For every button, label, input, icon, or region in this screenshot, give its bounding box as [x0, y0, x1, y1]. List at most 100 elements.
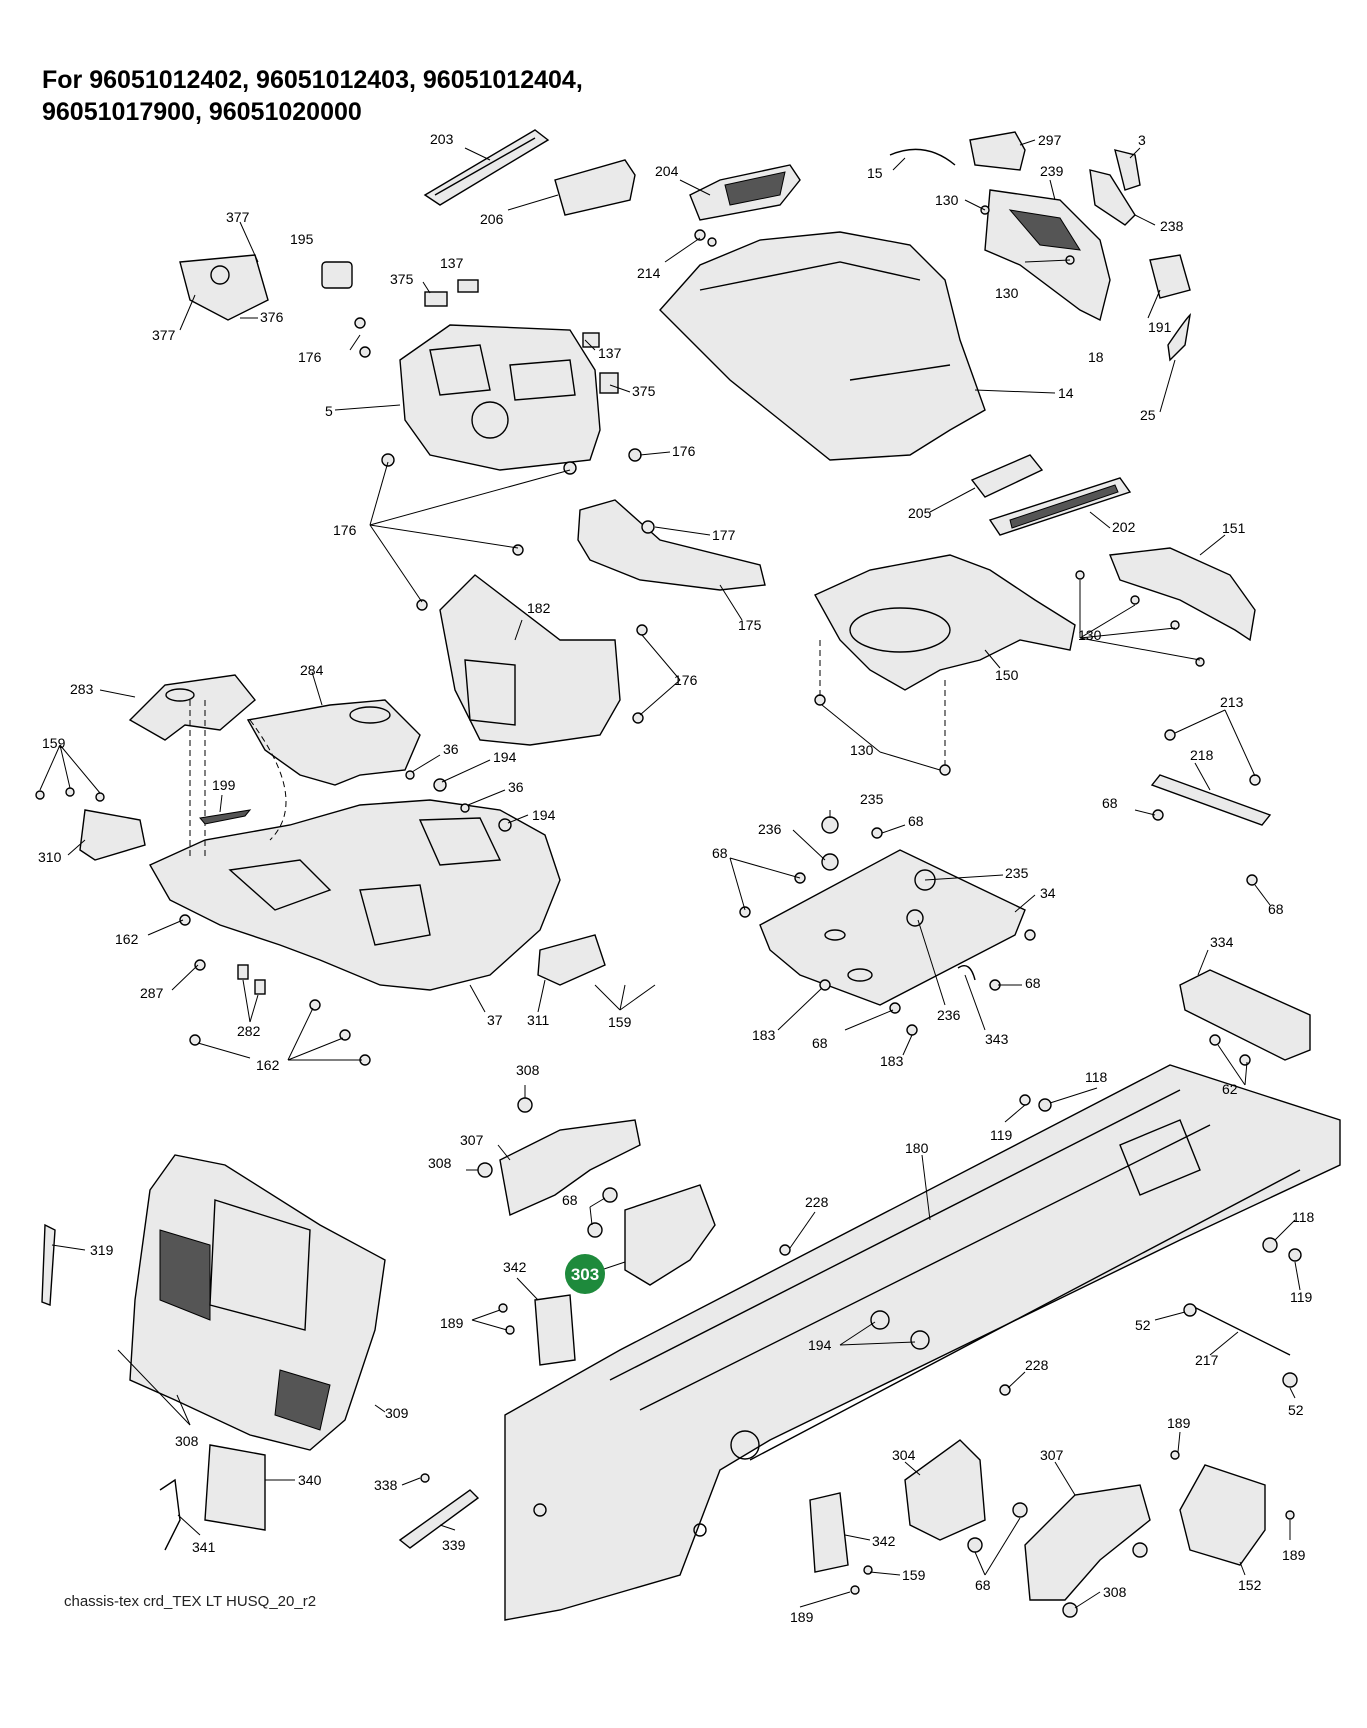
part-341-wire [159, 1478, 181, 1551]
callout-189-tray-right: 189 [1282, 1547, 1306, 1563]
part-34-plate [759, 849, 1026, 1006]
callout-36-lower: 36 [508, 779, 524, 795]
part-52-nut-2 [1282, 1372, 1298, 1388]
part-37-fender-deck [149, 799, 561, 991]
part-189-bolt-3 [850, 1585, 860, 1595]
part-162-bolt-2 [189, 1034, 201, 1046]
part-3-badge [1114, 149, 1141, 191]
callout-339: 339 [442, 1537, 466, 1553]
part-34-slot-2 [847, 968, 873, 982]
callout-176-center: 176 [333, 522, 357, 538]
callout-342-upper: 342 [503, 1259, 527, 1275]
part-159-bolt-4 [863, 1565, 873, 1575]
callout-130-shroud: 130 [850, 742, 874, 758]
part-68-nut-4 [1012, 1502, 1028, 1518]
callout-235-top: 235 [860, 791, 884, 807]
part-180-rail-mid [639, 1124, 1211, 1411]
highlight-marker[interactable] [565, 1254, 605, 1294]
callout-162-left: 162 [115, 931, 139, 947]
part-375-clip [424, 291, 448, 307]
callout-199: 199 [212, 777, 236, 793]
part-343-clip [957, 965, 976, 981]
part-37-opening-3 [418, 817, 502, 866]
callout-338: 338 [374, 1477, 398, 1493]
part-213-bolt [1164, 729, 1176, 741]
part-194-nut-3 [870, 1310, 890, 1330]
part-176-bolt-4 [563, 461, 577, 475]
callout-194-frame: 194 [808, 1337, 832, 1353]
part-235-bushing [821, 816, 839, 834]
part-339-lever [398, 1489, 480, 1549]
callout-177: 177 [712, 527, 736, 543]
part-176-bolt-2 [359, 346, 371, 358]
callout-68-lower: 68 [975, 1577, 991, 1593]
part-195-cap [321, 261, 353, 289]
part-236-spacer-2 [906, 909, 924, 927]
part-176-bolt-6 [512, 544, 524, 556]
part-304-bracket [904, 1439, 986, 1541]
highlighted-callout-303[interactable]: 303 [565, 1254, 605, 1294]
callout-159-lower: 159 [902, 1567, 926, 1583]
callout-194-lower: 194 [532, 807, 556, 823]
part-202-grille [1009, 484, 1119, 529]
part-284-fender [246, 699, 421, 786]
part-176-bolt-7 [416, 599, 428, 611]
part-14-detail-2 [849, 364, 951, 381]
callout-180: 180 [905, 1140, 929, 1156]
callout-377-top: 377 [226, 209, 250, 225]
callout-238: 238 [1160, 218, 1184, 234]
callout-228-top: 228 [805, 1194, 829, 1210]
part-130-screw-5 [1170, 620, 1180, 630]
part-18-dash [984, 189, 1111, 322]
callout-304: 304 [892, 1447, 916, 1463]
part-52-nut [1183, 1303, 1197, 1317]
callout-284: 284 [300, 662, 324, 678]
title-line-2: 96051017900, 96051020000 [42, 98, 362, 126]
part-282-clip-2 [254, 979, 266, 995]
part-68-nut-2 [587, 1222, 603, 1238]
part-338-bolt [420, 1473, 430, 1483]
part-340-plate [204, 1444, 266, 1531]
part-180-hole [533, 1503, 547, 1517]
part-37-opening-2 [359, 884, 431, 946]
callout-375-top: 375 [390, 271, 414, 287]
callout-68-plate-left: 68 [712, 845, 728, 861]
part-176-bolt [354, 317, 366, 329]
part-137-clip-2 [582, 332, 600, 348]
part-137-clip [457, 279, 479, 293]
callout-195: 195 [290, 231, 314, 247]
part-307-lower-guard [1024, 1484, 1151, 1601]
part-180-hole-2 [693, 1523, 707, 1537]
part-183-bolt [819, 979, 831, 991]
callout-68-guard: 68 [562, 1192, 578, 1208]
part-130-screw-8 [939, 764, 951, 776]
part-34-slot-1 [824, 929, 846, 941]
part-25-bracket [1167, 312, 1192, 362]
part-14-detail-1 [699, 261, 921, 291]
callout-191: 191 [1148, 319, 1172, 335]
part-177-grommet [641, 520, 655, 534]
part-214-clip [694, 229, 706, 241]
callout-308-lower: 308 [1103, 1584, 1127, 1600]
part-213-bolt-2 [1249, 774, 1261, 786]
part-214-clip-2 [707, 237, 717, 247]
callout-235-right: 235 [1005, 865, 1029, 881]
part-14-hood [659, 231, 986, 461]
part-375-clip-2 [599, 372, 619, 394]
part-68-nut [602, 1187, 618, 1203]
part-308-nut-3 [1062, 1602, 1078, 1618]
callout-130-dash: 130 [995, 285, 1019, 301]
callout-375-right: 375 [632, 383, 656, 399]
part-37-dash-3 [249, 719, 287, 841]
callout-213: 213 [1220, 694, 1244, 710]
callout-343: 343 [985, 1031, 1009, 1047]
callout-310: 310 [38, 849, 62, 865]
part-175-bracket [577, 499, 766, 591]
callout-130-top: 130 [935, 192, 959, 208]
callout-37: 37 [487, 1012, 503, 1028]
callout-202: 202 [1112, 519, 1136, 535]
part-342-plate [534, 1294, 576, 1366]
part-283-fender [128, 674, 256, 741]
part-307-upper-guard [499, 1119, 641, 1217]
